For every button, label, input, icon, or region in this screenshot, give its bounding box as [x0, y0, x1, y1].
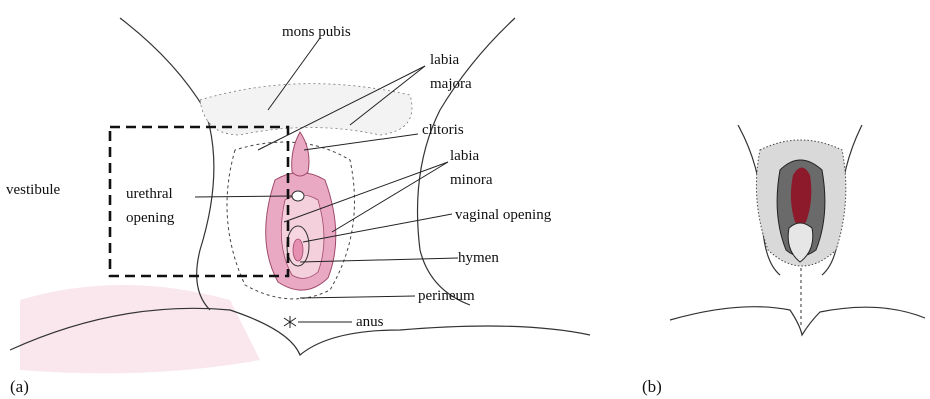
label-clitoris: clitoris — [422, 122, 464, 138]
anus-mark — [284, 316, 296, 328]
label-labia-majora-1: labia — [430, 52, 459, 68]
label-perineum: perineum — [418, 288, 475, 304]
b-buttock-line — [670, 307, 925, 335]
hymen-shape — [293, 239, 303, 261]
label-labia-minora-2: minora — [450, 172, 493, 188]
clitoris-shape — [292, 132, 309, 176]
leader-perineum — [300, 296, 415, 298]
label-urethral: urethral — [126, 186, 173, 202]
label-labia-minora-1: labia — [450, 148, 479, 164]
leader-clitoris — [304, 134, 418, 150]
label-opening: opening — [126, 210, 175, 226]
thigh-shading — [20, 285, 260, 373]
left-thigh-contour — [120, 18, 214, 310]
label-vaginal-opening: vaginal opening — [455, 207, 552, 223]
panel-label-a: (a) — [10, 377, 29, 396]
label-mons-pubis: mons pubis — [282, 24, 351, 40]
panel-label-b: (b) — [642, 377, 662, 396]
label-vestibule: vestibule — [6, 182, 60, 198]
label-hymen: hymen — [458, 250, 499, 266]
label-anus: anus — [356, 314, 384, 330]
panel-b-illustration: (b) — [642, 125, 925, 396]
urethral-opening-shape — [292, 191, 304, 201]
panel-a-illustration — [10, 18, 590, 373]
leader-labia-minora-2 — [332, 162, 448, 232]
label-labia-majora-2: majora — [430, 76, 472, 92]
